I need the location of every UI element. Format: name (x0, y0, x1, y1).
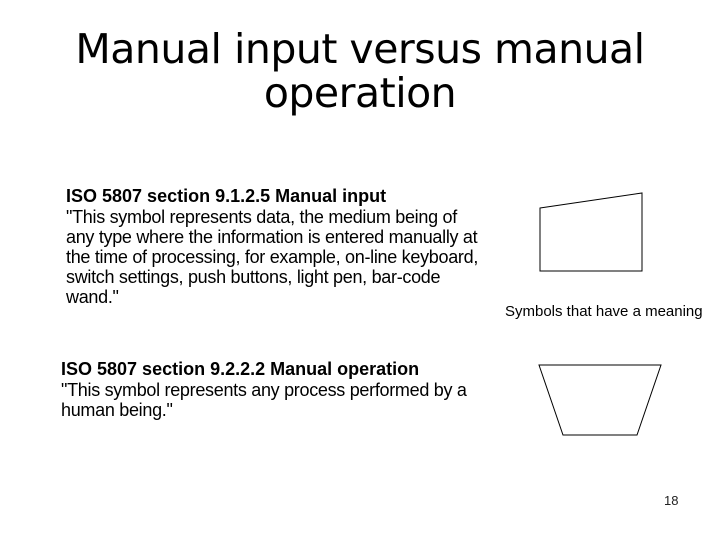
body-line: switch settings, push buttons, light pen… (66, 267, 441, 287)
body-line: the time of processing, for example, on-… (66, 247, 479, 267)
symbols-caption: Symbols that have a meaning (505, 303, 703, 320)
manual-operation-symbol (538, 364, 662, 436)
section-body-manual-operation: "This symbol represents any process perf… (61, 380, 481, 420)
section-heading-manual-operation: ISO 5807 section 9.2.2.2 Manual operatio… (61, 359, 420, 379)
body-line: human being." (61, 400, 173, 420)
page-number: 18 (664, 493, 679, 508)
manual-input-symbol (539, 192, 643, 272)
section-manual-operation: ISO 5807 section 9.2.2.2 Manual operatio… (61, 359, 481, 420)
body-line: "This symbol represents data, the medium… (66, 207, 457, 227)
section-manual-input: ISO 5807 section 9.1.2.5 Manual input "T… (66, 186, 486, 307)
title-line-2: operation (263, 69, 457, 117)
title-line-1: Manual input versus manual (75, 25, 645, 73)
section-heading-manual-input: ISO 5807 section 9.1.2.5 Manual input (66, 186, 387, 206)
page-title: Manual input versus manual operation (0, 27, 720, 115)
section-body-manual-input: "This symbol represents data, the medium… (66, 207, 486, 307)
body-line: wand." (66, 287, 119, 307)
body-line: "This symbol represents any process perf… (61, 380, 467, 400)
body-line: any type where the information is entere… (66, 227, 478, 247)
